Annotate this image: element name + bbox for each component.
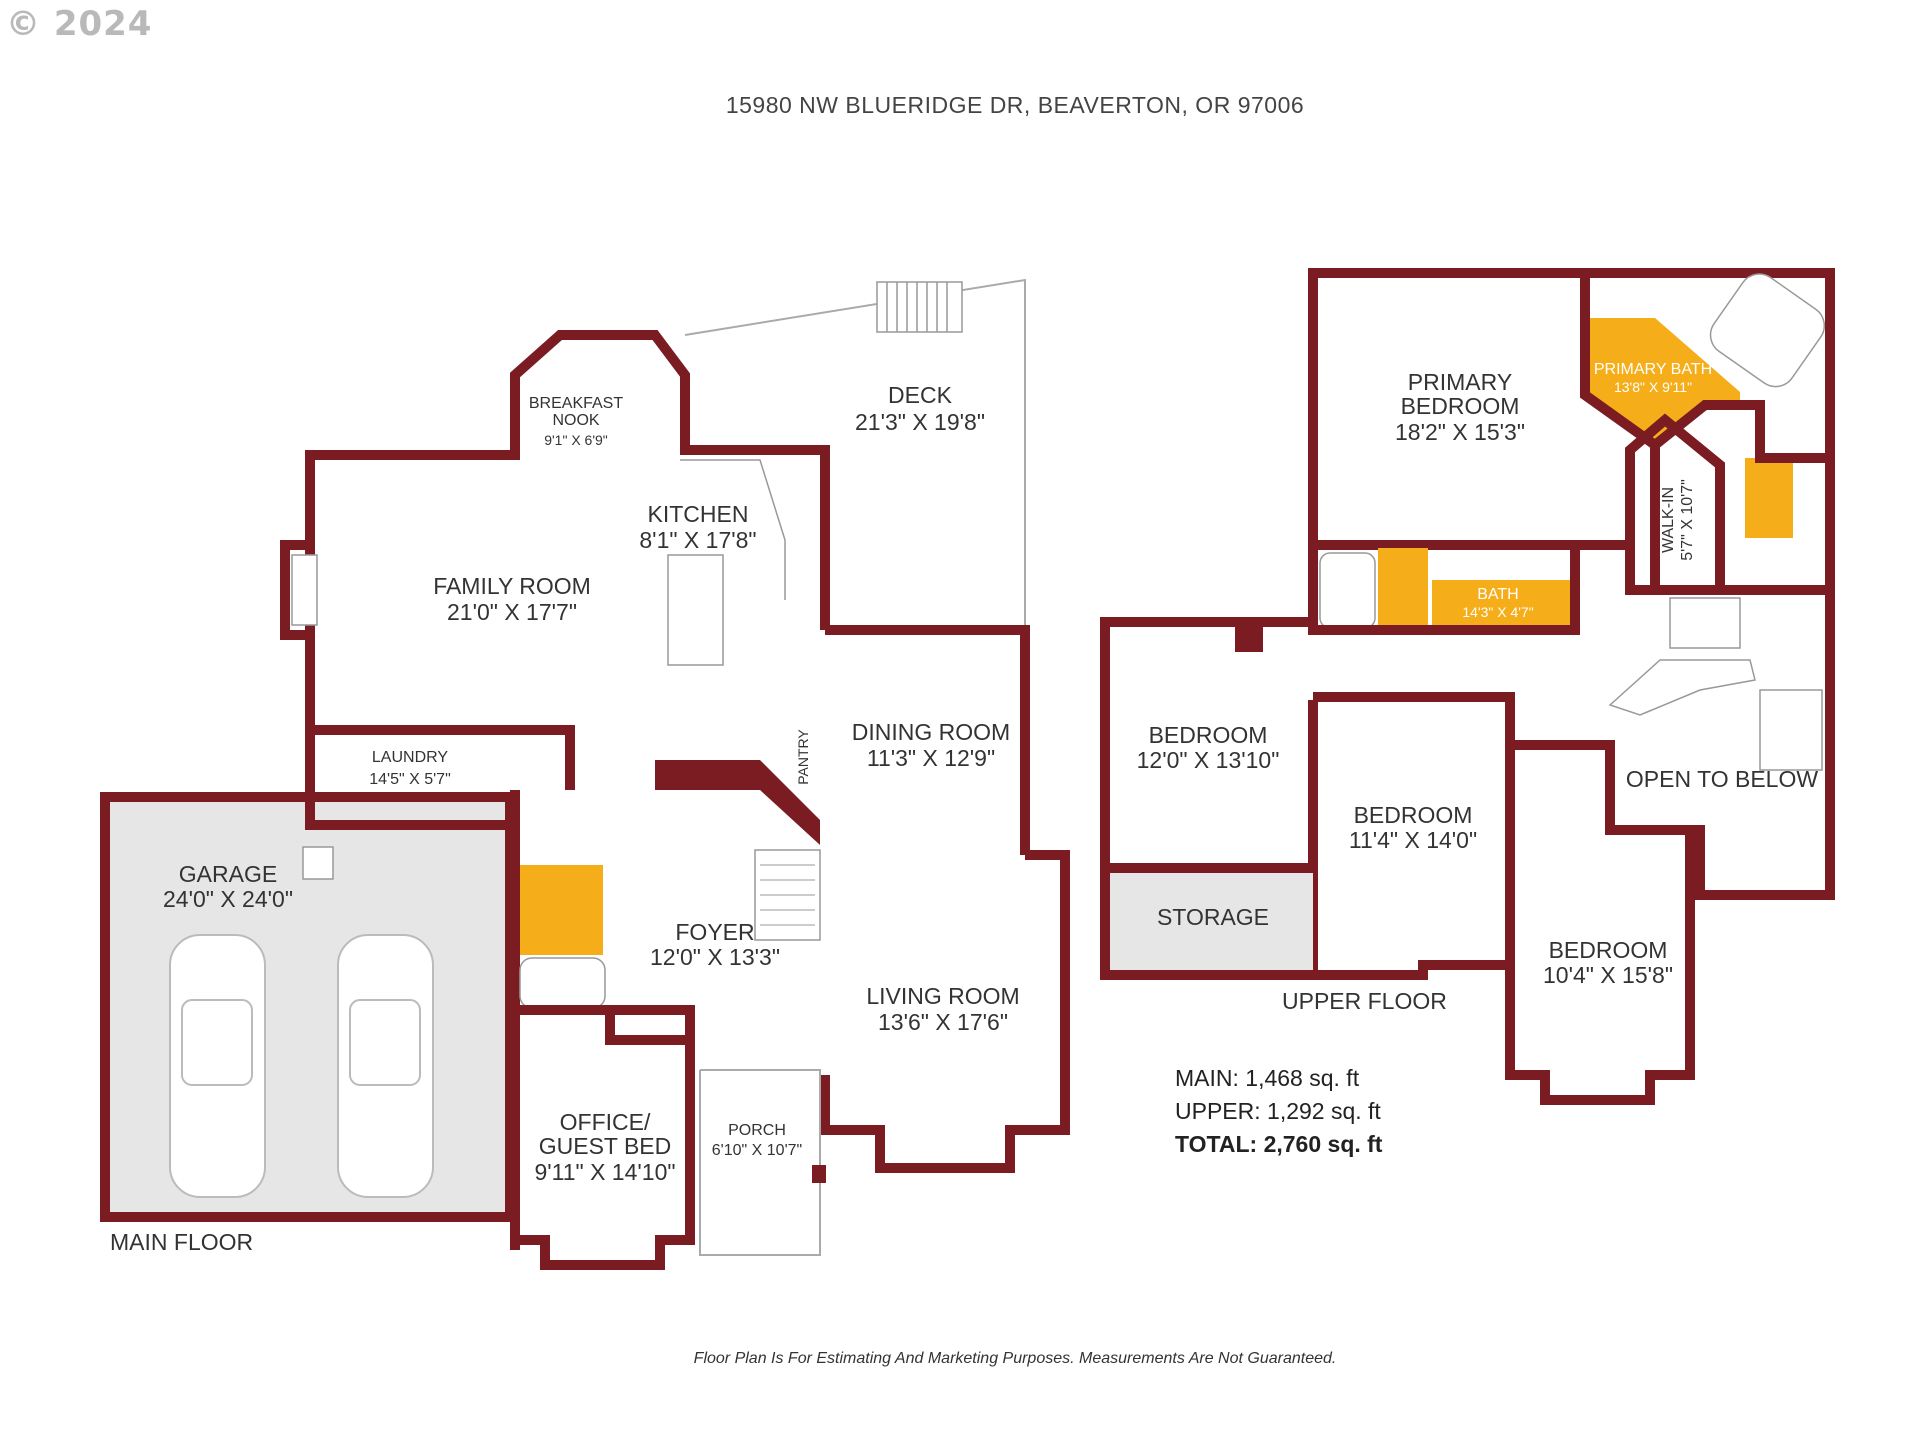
- breakfast-nook-label: BREAKFAST: [529, 395, 623, 412]
- living-room-label: LIVING ROOM: [866, 983, 1019, 1009]
- bedroom-2-dimension: 11'4" X 14'0": [1349, 827, 1477, 853]
- upper-floor-plan: [1100, 268, 1835, 1105]
- porch-outline: [699, 1069, 821, 1256]
- kitchen-label: KITCHEN: [648, 501, 749, 527]
- open-to-below-walls: [1610, 590, 1835, 900]
- living-room-walls: [820, 850, 1070, 1173]
- primary-bath-label: PRIMARY BATH: [1594, 361, 1712, 378]
- hall-bath-fill: [1378, 548, 1428, 630]
- porch-label: PORCH: [728, 1122, 786, 1139]
- square-footage-summary: MAIN: 1,468 sq. ft UPPER: 1,292 sq. ft T…: [1175, 1062, 1382, 1161]
- main-floor-label: MAIN FLOOR: [110, 1229, 253, 1255]
- deck-label: DECK: [888, 382, 953, 408]
- foyer-label: FOYER: [675, 919, 754, 945]
- open-to-below-label: OPEN TO BELOW: [1626, 766, 1818, 792]
- deck-dimension: 21'3" X 19'8": [855, 409, 985, 435]
- garage-dimension: 24'0" X 24'0": [163, 886, 293, 912]
- upper-floor-label: UPPER FLOOR: [1282, 988, 1447, 1014]
- main-sqft: MAIN: 1,468 sq. ft: [1175, 1065, 1360, 1091]
- upper-sqft: UPPER: 1,292 sq. ft: [1175, 1098, 1381, 1124]
- walk-in-dimension: 5'7" X 10'7": [1679, 479, 1696, 561]
- storage-label: STORAGE: [1157, 904, 1269, 930]
- dining-room-dimension: 11'3" X 12'9": [867, 745, 995, 771]
- primary-bedroom-label: PRIMARY: [1408, 369, 1512, 395]
- laundry-dimension: 14'5" X 5'7": [369, 771, 451, 788]
- disclaimer: Floor Plan Is For Estimating And Marketi…: [693, 1350, 1337, 1367]
- laundry-label: LAUNDRY: [372, 749, 449, 766]
- dining-room-walls: [825, 625, 1030, 855]
- breakfast-nook-label-2: NOOK: [552, 412, 599, 429]
- garage-label: GARAGE: [179, 861, 277, 887]
- bath-dimension: 14'3" X 4'7": [1462, 604, 1533, 620]
- main-floor-plan: [100, 278, 1070, 1270]
- family-room-label: FAMILY ROOM: [433, 573, 591, 599]
- office-walls: [515, 1005, 695, 1270]
- copyright-watermark: © 2024: [6, 4, 153, 44]
- primary-bath-dimension: 13'8" X 9'11": [1614, 379, 1692, 395]
- breakfast-nook-dimension: 9'1" X 6'9": [544, 432, 608, 448]
- dining-room-label: DINING ROOM: [852, 719, 1010, 745]
- family-room-walls: [305, 330, 830, 730]
- living-room-dimension: 13'6" X 17'6": [878, 1009, 1008, 1035]
- bedroom-3-label: BEDROOM: [1549, 937, 1668, 963]
- office-dimension: 9'11" X 14'10": [534, 1159, 675, 1185]
- bath-label: BATH: [1477, 586, 1518, 603]
- bedroom-3-dimension: 10'4" X 15'8": [1543, 962, 1673, 988]
- walk-in-label: WALK-IN: [1660, 487, 1677, 553]
- family-room-dimension: 21'0" X 17'7": [447, 599, 577, 625]
- car-icon: [169, 934, 434, 1198]
- office-label: OFFICE/: [560, 1109, 651, 1135]
- bedroom-2-label: BEDROOM: [1354, 802, 1473, 828]
- powder-bath: [518, 865, 603, 955]
- bedroom-1-dimension: 12'0" X 13'10": [1137, 747, 1280, 773]
- property-address: 15980 NW BLUERIDGE DR, BEAVERTON, OR 970…: [725, 92, 1305, 118]
- total-sqft: TOTAL: 2,760 sq. ft: [1175, 1131, 1383, 1157]
- foyer-dimension: 12'0" X 13'3": [650, 944, 780, 970]
- bedroom-3-walls: [1505, 740, 1695, 1105]
- kitchen-dimension: 8'1" X 17'8": [639, 527, 756, 553]
- porch-dimension: 6'10" X 10'7": [712, 1142, 802, 1159]
- storage-area: [1110, 870, 1313, 970]
- primary-bedroom-dimension: 18'2" X 15'3": [1395, 419, 1525, 445]
- bedroom-1-label: BEDROOM: [1149, 722, 1268, 748]
- office-label-2: GUEST BED: [539, 1133, 672, 1159]
- primary-bath-fill: [1585, 318, 1740, 445]
- pantry-label: PANTRY: [795, 729, 811, 785]
- primary-bedroom-label-2: BEDROOM: [1401, 393, 1520, 419]
